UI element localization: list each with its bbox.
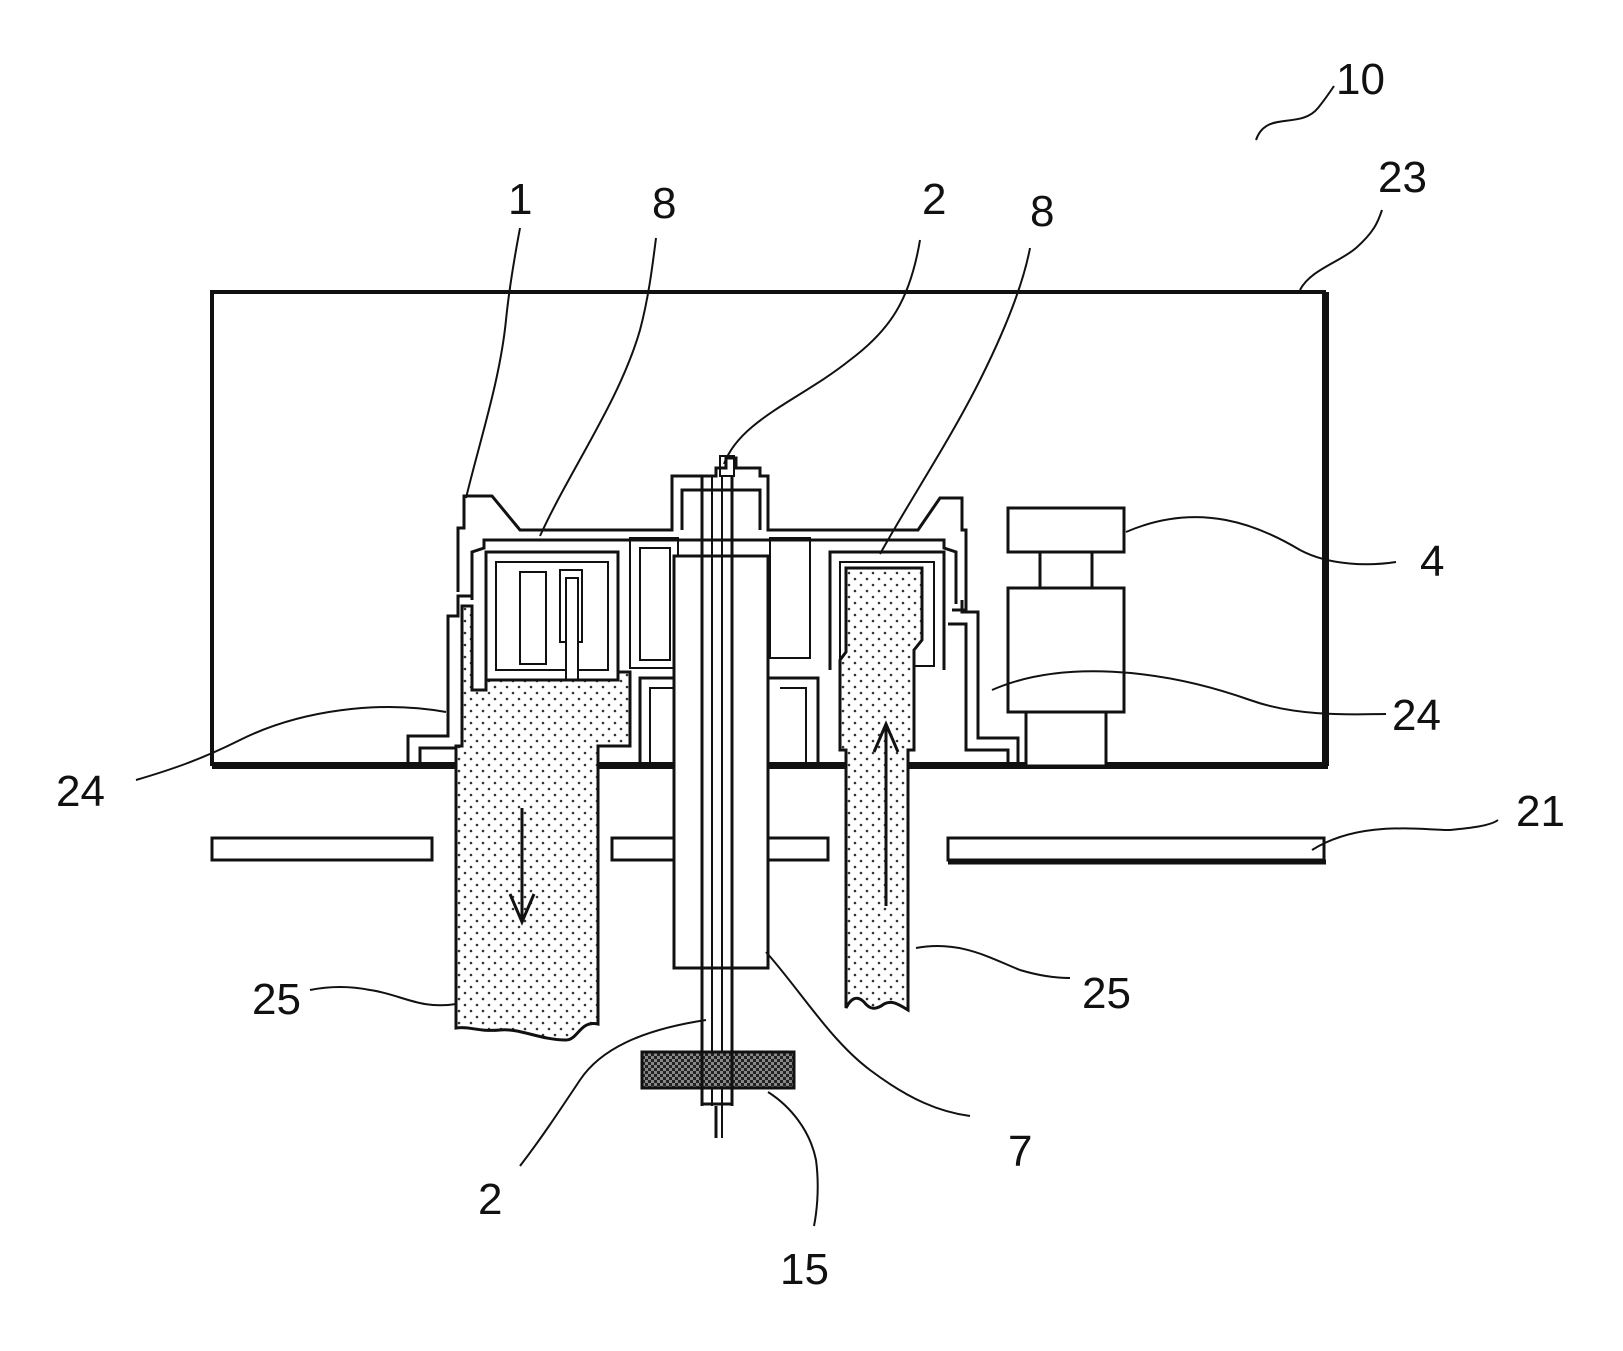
label-1: 1 (508, 175, 532, 224)
label-8-right: 8 (1030, 187, 1054, 236)
knob-15 (642, 1052, 794, 1104)
label-25-left: 25 (252, 975, 301, 1024)
label-23: 23 (1378, 153, 1427, 202)
label-4: 4 (1420, 537, 1444, 586)
label-2-bottom: 2 (478, 1175, 502, 1224)
component-4 (1008, 508, 1124, 766)
label-21: 21 (1516, 787, 1565, 836)
label-10: 10 (1336, 55, 1385, 104)
label-7: 7 (1008, 1127, 1032, 1176)
label-8-left: 8 (652, 179, 676, 228)
duct-25-right (840, 568, 922, 1010)
label-24-left: 24 (56, 767, 105, 816)
label-24-right: 24 (1392, 691, 1441, 740)
label-25-right: 25 (1082, 969, 1131, 1018)
label-2-top: 2 (922, 175, 946, 224)
label-15: 15 (780, 1245, 829, 1294)
